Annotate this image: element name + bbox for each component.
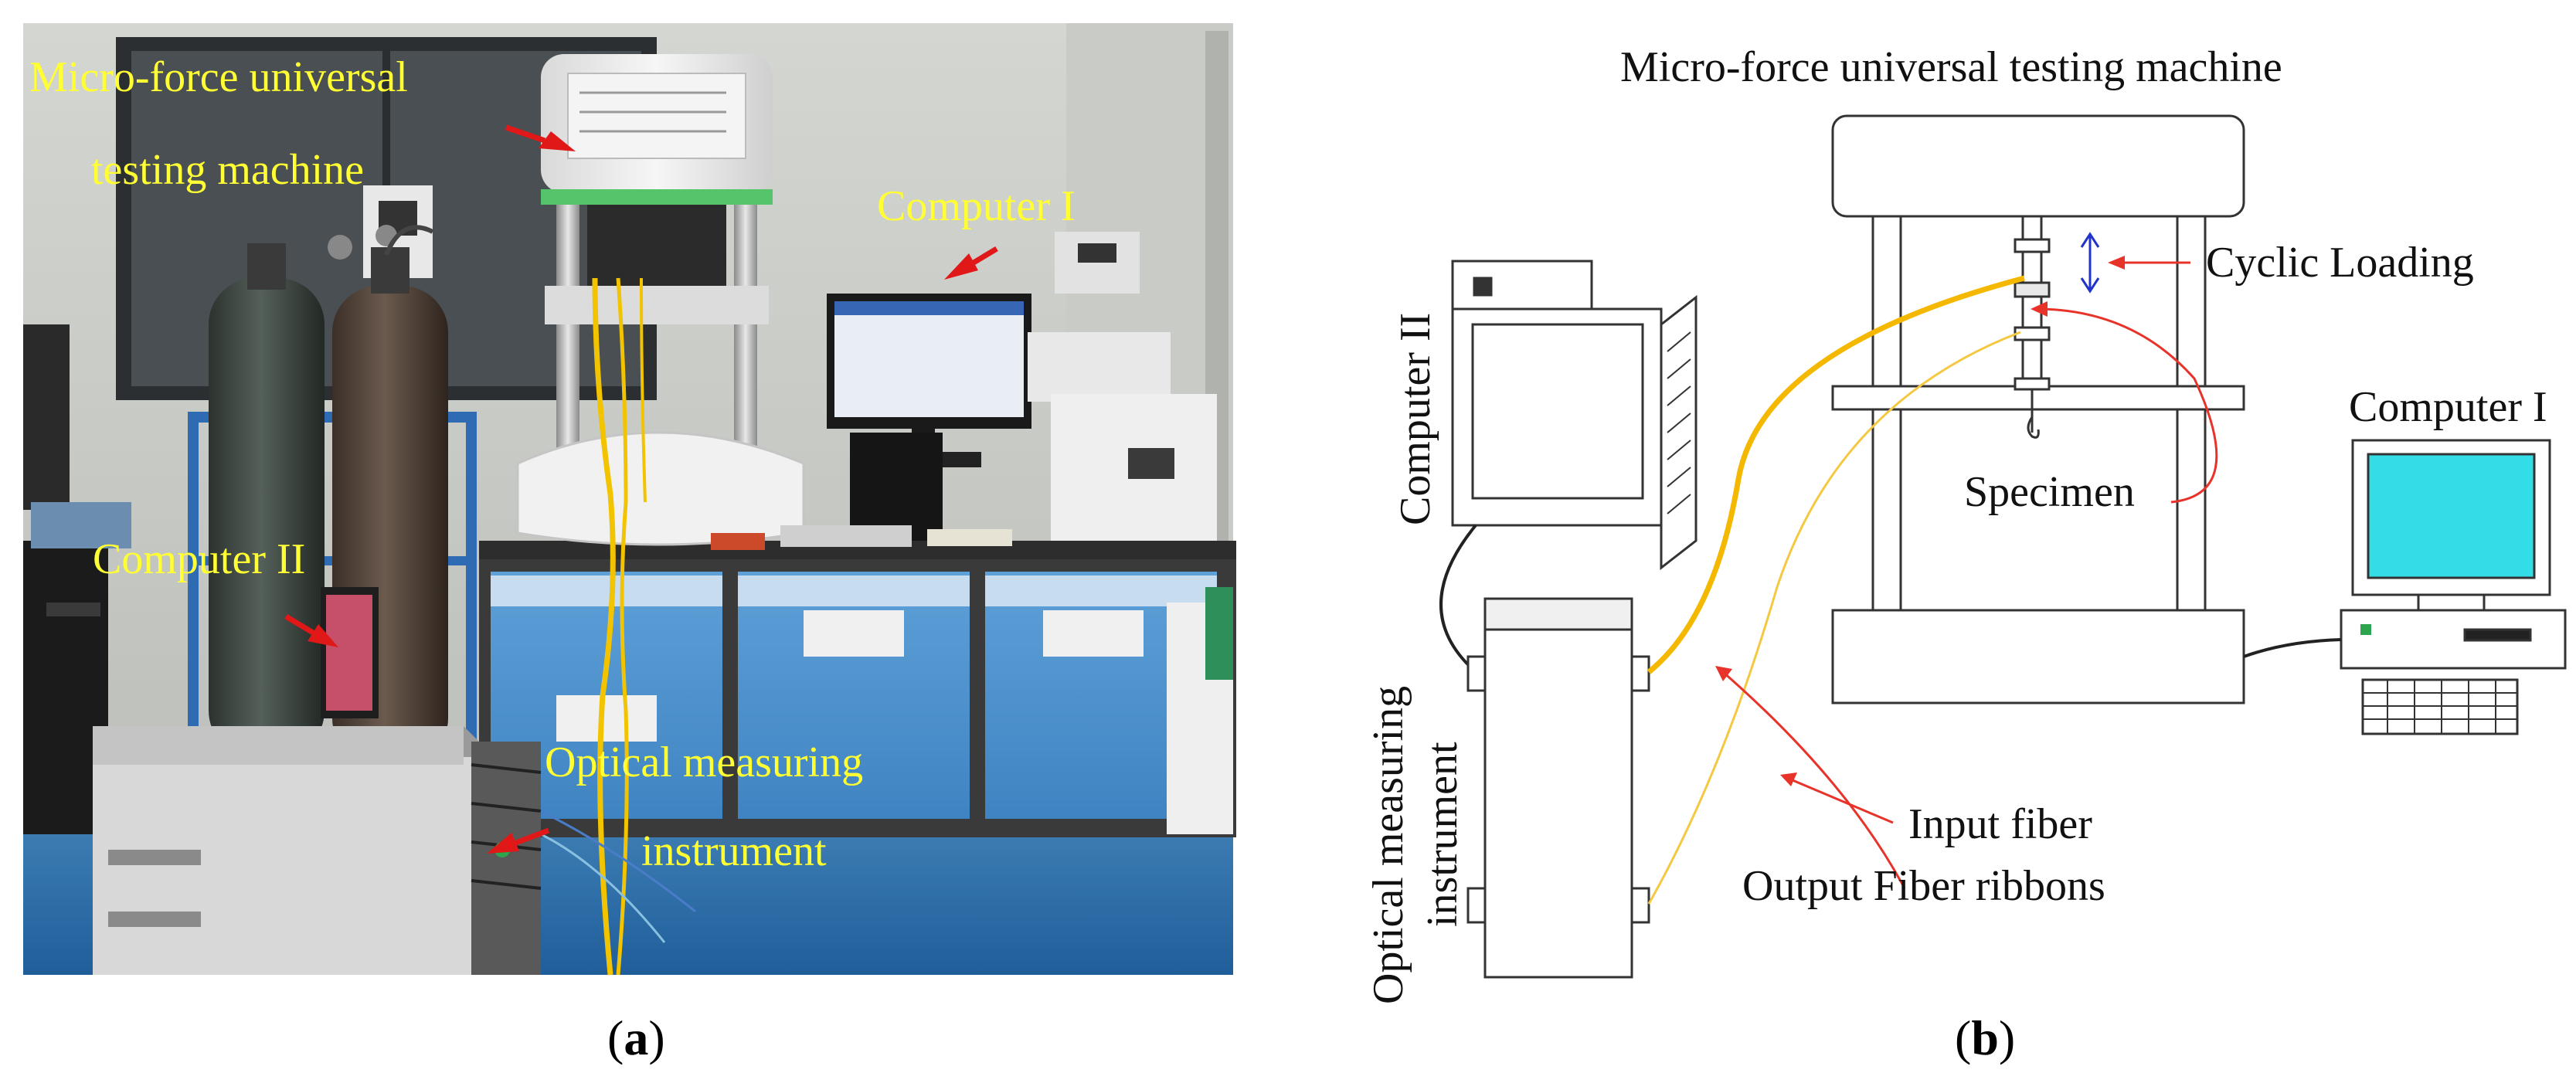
input-fiber	[1647, 331, 2021, 905]
label-computer2: Computer II	[1392, 313, 1439, 525]
diagram-panel: Micro-force universal testing machine	[1283, 0, 2576, 1079]
cyclic-loading-arrow	[2080, 232, 2100, 294]
photo-label-computer1: Computer I	[877, 182, 1076, 230]
photo-label-optical-line1: Optical measuring	[545, 738, 863, 786]
photo-label-optical-line2: instrument	[641, 827, 827, 875]
lab-photo: Micro-force universal testing machine Co…	[23, 23, 1236, 976]
label-output-ribbons: Output Fiber ribbons	[1742, 862, 2105, 910]
setup-schematic: Micro-force universal testing machine	[1364, 43, 2567, 1004]
photo-label-machine-line2: testing machine	[91, 146, 364, 194]
output-fiber-ribbon	[1647, 275, 2025, 674]
label-optical-line2: instrument	[1419, 742, 1466, 927]
computer2-diagram	[1451, 260, 1698, 571]
photo-label-computer2: Computer II	[93, 535, 305, 583]
diagram-title: Micro-force universal testing machine	[1620, 43, 2282, 91]
annotation-arrows	[284, 124, 998, 854]
computer1-cable	[2243, 638, 2342, 658]
computer1-diagram	[2340, 439, 2567, 735]
label-cyclic-loading: Cyclic Loading	[2206, 239, 2474, 287]
specimen-fixture	[2014, 215, 2051, 439]
testing-machine-diagram	[1831, 114, 2245, 704]
data-cable	[1439, 524, 1477, 674]
label-specimen: Specimen	[1964, 468, 2135, 516]
photo-panel: Micro-force universal testing machine Co…	[0, 0, 1283, 1079]
label-input-fiber: Input fiber	[1908, 800, 2092, 848]
label-optical-line1: Optical measuring	[1364, 686, 1412, 1004]
label-computer1: Computer I	[2349, 383, 2547, 431]
photo-label-machine-line1: Micro-force universal	[29, 53, 408, 101]
specimen-pointer	[2035, 307, 2218, 504]
optical-instrument-diagram	[1466, 597, 1650, 979]
